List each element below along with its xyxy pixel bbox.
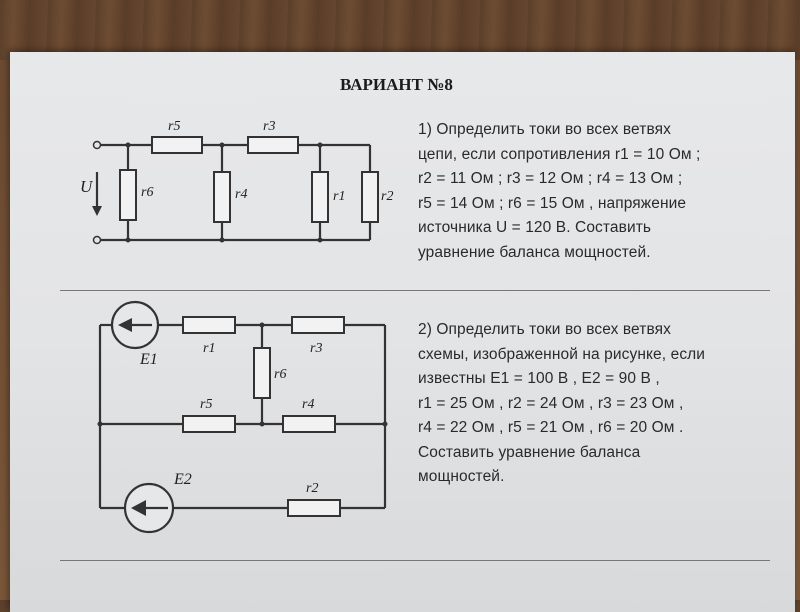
task1-line: 1) Определить токи во всех ветвях xyxy=(418,121,671,138)
label-c2-r2: r2 xyxy=(306,481,318,496)
circuit2-resistor-r1 xyxy=(182,316,236,334)
circuit1-resistor-r4 xyxy=(213,171,231,223)
label-r5: r5 xyxy=(168,119,180,134)
task-2-text: 2) Определить токи во всех ветвях схемы,… xyxy=(418,318,705,490)
label-r1: r1 xyxy=(333,189,345,204)
circuit1-resistor-r6 xyxy=(119,169,137,221)
label-e1: E1 xyxy=(139,351,158,368)
label-c2-r6: r6 xyxy=(274,367,286,382)
circuit1-resistors xyxy=(119,136,379,223)
task1-line: источника U = 120 В. Составить xyxy=(418,219,652,236)
circuit2-resistor-r5 xyxy=(182,415,236,433)
label-e2: E2 xyxy=(173,471,192,488)
circuit2-resistor-r2 xyxy=(287,499,341,517)
circuit1-labels: U r5 r3 r6 r4 r1 r2 xyxy=(80,119,393,204)
circuit1-resistor-r3 xyxy=(247,136,299,154)
label-u: U xyxy=(80,177,94,196)
circuit1-wires xyxy=(92,140,372,245)
circuit1-resistor-r5 xyxy=(151,136,203,154)
label-c2-r4: r4 xyxy=(302,397,314,412)
circuit2-wires xyxy=(97,322,388,510)
label-r3: r3 xyxy=(263,119,275,134)
task2-line: известны E1 = 100 В , E2 = 90 В , xyxy=(418,370,660,387)
task2-line: r1 = 25 Ом , r2 = 24 Ом , r3 = 23 Ом , xyxy=(418,394,684,412)
source-e2-icon xyxy=(123,482,175,534)
task2-line: схемы, изображенной на рисунке, если xyxy=(418,345,706,363)
task2-line: Составить уравнение баланса xyxy=(418,443,641,461)
separator-line-bottom xyxy=(60,560,770,561)
task1-line: r5 = 14 Ом ; r6 = 15 Ом , напряжение xyxy=(418,194,687,212)
label-c2-r5: r5 xyxy=(200,397,212,412)
task2-line: 2) Определить токи во всех ветвях xyxy=(418,321,671,338)
source-e1-icon xyxy=(110,300,160,350)
label-c2-r3: r3 xyxy=(310,341,322,356)
task2-line: r4 = 22 Ом , r5 = 21 Ом , r6 = 20 Ом . xyxy=(418,419,684,436)
separator-line xyxy=(60,290,770,291)
circuit2-sources xyxy=(110,300,175,534)
circuit2-resistor-r6 xyxy=(253,347,271,399)
circuit1-resistor-r1 xyxy=(311,171,329,223)
task1-line: цепи, если сопротивления r1 = 10 Ом ; xyxy=(418,145,701,163)
task2-line: мощностей. xyxy=(418,468,505,485)
circuit2-resistors xyxy=(182,316,345,517)
label-r6: r6 xyxy=(141,185,153,200)
circuit2-labels: E1 E2 r1 r3 r6 r5 r4 r2 xyxy=(139,341,322,496)
task1-line: уравнение баланса мощностей. xyxy=(418,243,651,261)
circuit1-resistor-r2 xyxy=(361,171,379,223)
task-1-text: 1) Определить токи во всех ветвях цепи, … xyxy=(418,118,700,265)
variant-title: ВАРИАНТ №8 xyxy=(340,75,453,94)
circuit2-resistor-r4 xyxy=(282,415,336,433)
label-r4: r4 xyxy=(235,187,247,202)
label-r2: r2 xyxy=(381,189,393,204)
task1-line: r2 = 11 Ом ; r3 = 12 Ом ; r4 = 13 Ом ; xyxy=(418,170,683,187)
wooden-table-background xyxy=(0,0,800,60)
circuit2-resistor-r3 xyxy=(291,316,345,334)
label-c2-r1: r1 xyxy=(203,341,215,356)
